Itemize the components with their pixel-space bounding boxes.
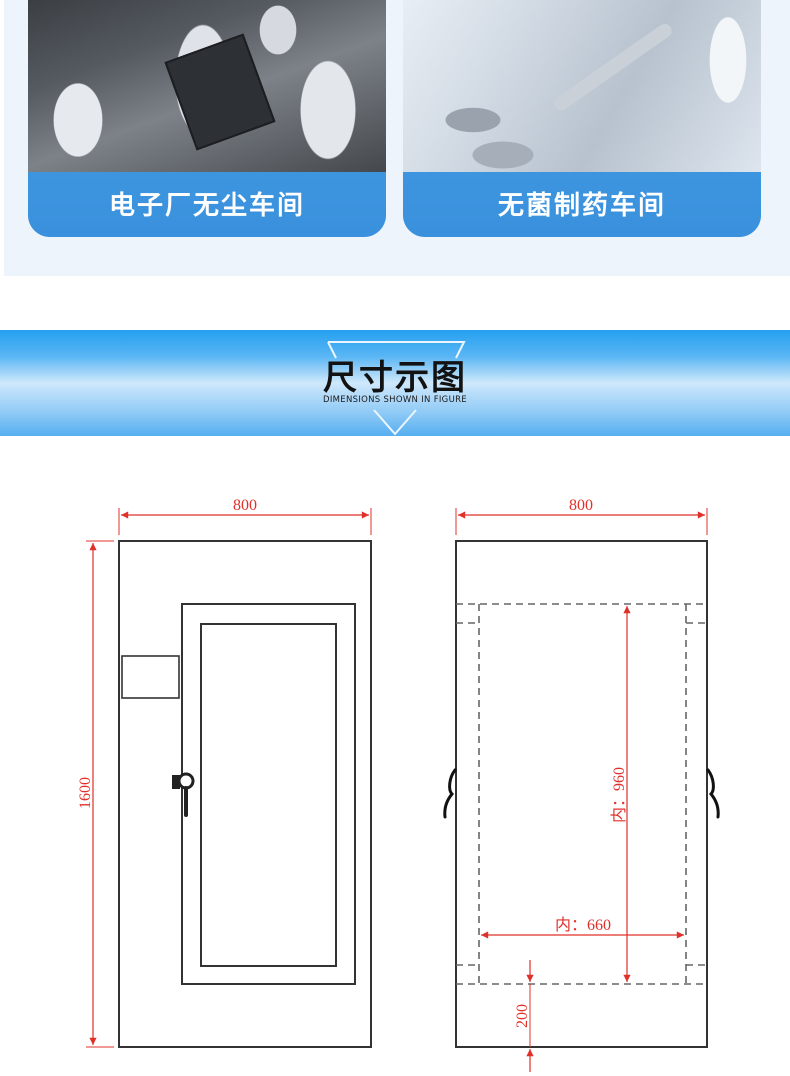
- pharmaceutical-equipment-photo: [403, 0, 761, 172]
- inner-width-dimension: 内：660: [555, 916, 611, 934]
- section-title: 尺寸示图: [323, 358, 467, 398]
- triangle-top-decoration: [327, 341, 466, 359]
- section-subtitle: DIMENSIONS SHOWN IN FIGURE: [323, 395, 467, 405]
- inner-height-dimension: 内：960: [610, 767, 628, 823]
- front-width-dimension: 800: [233, 497, 257, 514]
- application-card-electronics: 电子厂无尘车间: [28, 0, 386, 237]
- steel-pipe: [551, 21, 675, 113]
- right-handle-icon: [706, 768, 720, 819]
- cleanroom-workers-photo: [28, 0, 386, 172]
- side-view-drawing: 800 内：960 内：660 200: [443, 497, 720, 1072]
- front-view-drawing: 800 1600: [77, 497, 372, 1048]
- base-height-dimension: 200: [514, 1004, 531, 1028]
- triangle-bottom-decoration: [373, 409, 417, 436]
- front-height-dimension: 1600: [77, 777, 94, 809]
- left-handle-icon: [443, 768, 457, 819]
- card-caption: 电子厂无尘车间: [28, 172, 386, 237]
- dimension-drawings: 800 1600 800: [77, 497, 720, 1072]
- application-card-pharma: 无菌制药车间: [403, 0, 761, 237]
- door-lock-icon: [172, 772, 195, 817]
- section-banner: 尺寸示图 DIMENSIONS SHOWN IN FIGURE: [0, 330, 790, 436]
- component-tray: [164, 33, 276, 151]
- side-width-dimension: 800: [569, 497, 593, 514]
- application-scenarios-section: 电子厂无尘车间 无菌制药车间: [4, 0, 790, 276]
- card-caption: 无菌制药车间: [403, 172, 761, 237]
